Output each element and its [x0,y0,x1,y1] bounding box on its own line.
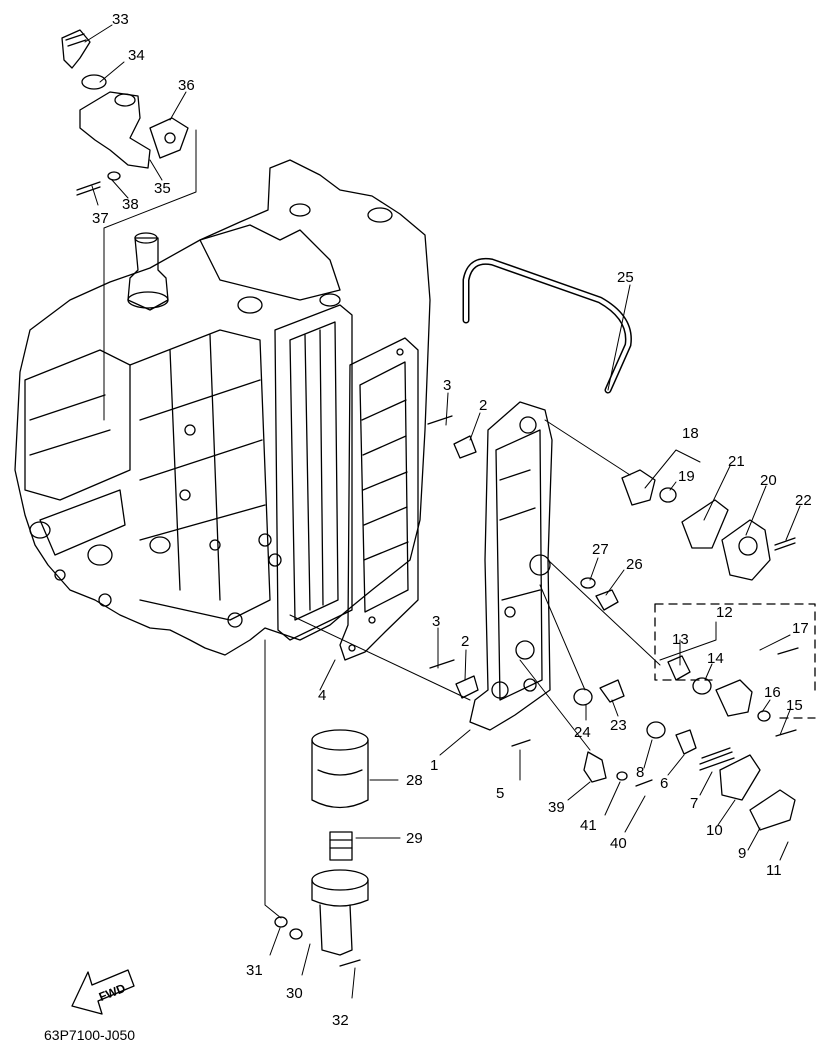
callout-23: 23 [610,717,627,734]
callout-34: 34 [128,47,145,64]
callout-2-upper: 2 [479,397,487,414]
callout-16: 16 [764,684,781,701]
cylinder-block [14,159,431,656]
callout-29: 29 [406,830,423,847]
callout-15: 15 [786,697,803,714]
hose-25 [462,257,632,394]
callout-1: 1 [430,757,438,774]
callout-8: 8 [636,764,644,781]
thermostat-assembly [580,469,796,611]
fwd-arrow-icon: FWD [71,969,135,1015]
callout-2-lower: 2 [461,633,469,650]
callout-17: 17 [792,620,809,637]
callout-12: 12 [716,604,733,621]
callout-39: 39 [548,799,565,816]
callout-18: 18 [682,425,699,442]
drawing-code: 63P7100-J050 [44,1027,135,1043]
kit-12-box [654,603,816,719]
callout-36: 36 [178,77,195,94]
callout-22: 22 [795,492,812,509]
callout-27: 27 [592,541,609,558]
callout-7: 7 [690,795,698,812]
callout-26: 26 [626,556,643,573]
callout-25: 25 [617,269,634,286]
pressure-valve-assembly [667,647,799,737]
callout-30: 30 [286,985,303,1002]
callout-37: 37 [92,210,109,227]
callout-38: 38 [122,196,139,213]
callout-40: 40 [610,835,627,852]
callout-9: 9 [738,845,746,862]
callout-19: 19 [678,468,695,485]
callout-28: 28 [406,772,423,789]
gasket-4 [339,337,419,661]
callout-3-lower: 3 [432,613,440,630]
exhaust-cover-1 [469,401,553,731]
callout-21: 21 [728,453,745,470]
callout-33: 33 [112,11,129,28]
callout-24: 24 [574,724,591,741]
oil-filler-assembly [61,29,189,196]
callout-labels: 33 34 36 35 37 38 25 3 2 18 19 21 20 22 … [92,11,812,1029]
callout-3-upper: 3 [443,377,451,394]
callout-13: 13 [672,631,689,648]
callout-41: 41 [580,817,597,834]
leader-lines [84,24,801,999]
callout-4: 4 [318,687,326,704]
relief-valve-assembly [427,415,796,831]
callout-6: 6 [660,775,668,792]
callout-32: 32 [332,1012,349,1029]
callout-11: 11 [766,862,782,879]
callout-14: 14 [707,650,724,667]
callout-5: 5 [496,785,504,802]
callout-35: 35 [154,180,171,197]
callout-31: 31 [246,962,263,979]
callout-10: 10 [706,822,723,839]
oil-filter-assembly [274,729,369,967]
callout-20: 20 [760,472,777,489]
